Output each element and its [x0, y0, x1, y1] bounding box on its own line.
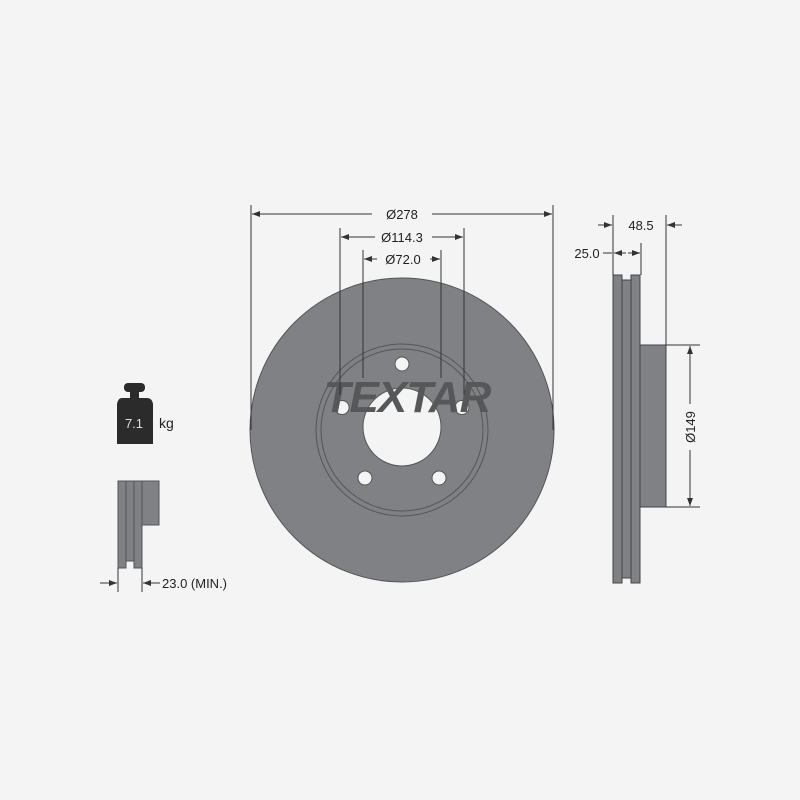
bolt-hole	[454, 400, 470, 416]
outer-diameter-label: Ø278	[386, 207, 418, 222]
min-thickness-dimension	[100, 568, 160, 592]
bolt-hole	[334, 400, 350, 416]
min-thickness-section	[117, 480, 160, 569]
center-bore-label: Ø72.0	[385, 252, 420, 267]
bolt-hole	[431, 470, 447, 486]
disc-front-view: TEXTAR	[249, 277, 555, 583]
bolt-circle-label: Ø114.3	[381, 230, 423, 245]
thickness-label: 25.0	[574, 246, 599, 261]
total-height-label: 48.5	[628, 218, 653, 233]
weight-icon	[117, 383, 153, 444]
brand-logo: TEXTAR	[324, 373, 492, 422]
min-thickness-label: 23.0 (MIN.)	[162, 576, 227, 591]
bolt-hole	[357, 470, 373, 486]
front-dimension-lines	[250, 205, 554, 430]
disc-side-view	[612, 274, 667, 584]
hub-diameter-label: Ø149	[683, 411, 698, 443]
bolt-holes	[334, 356, 470, 486]
bolt-hole	[394, 356, 410, 372]
side-dimension-lines	[598, 215, 700, 508]
center-bore	[362, 387, 442, 467]
weight-unit: kg	[159, 415, 174, 431]
weight-value: 7.1	[125, 416, 143, 431]
